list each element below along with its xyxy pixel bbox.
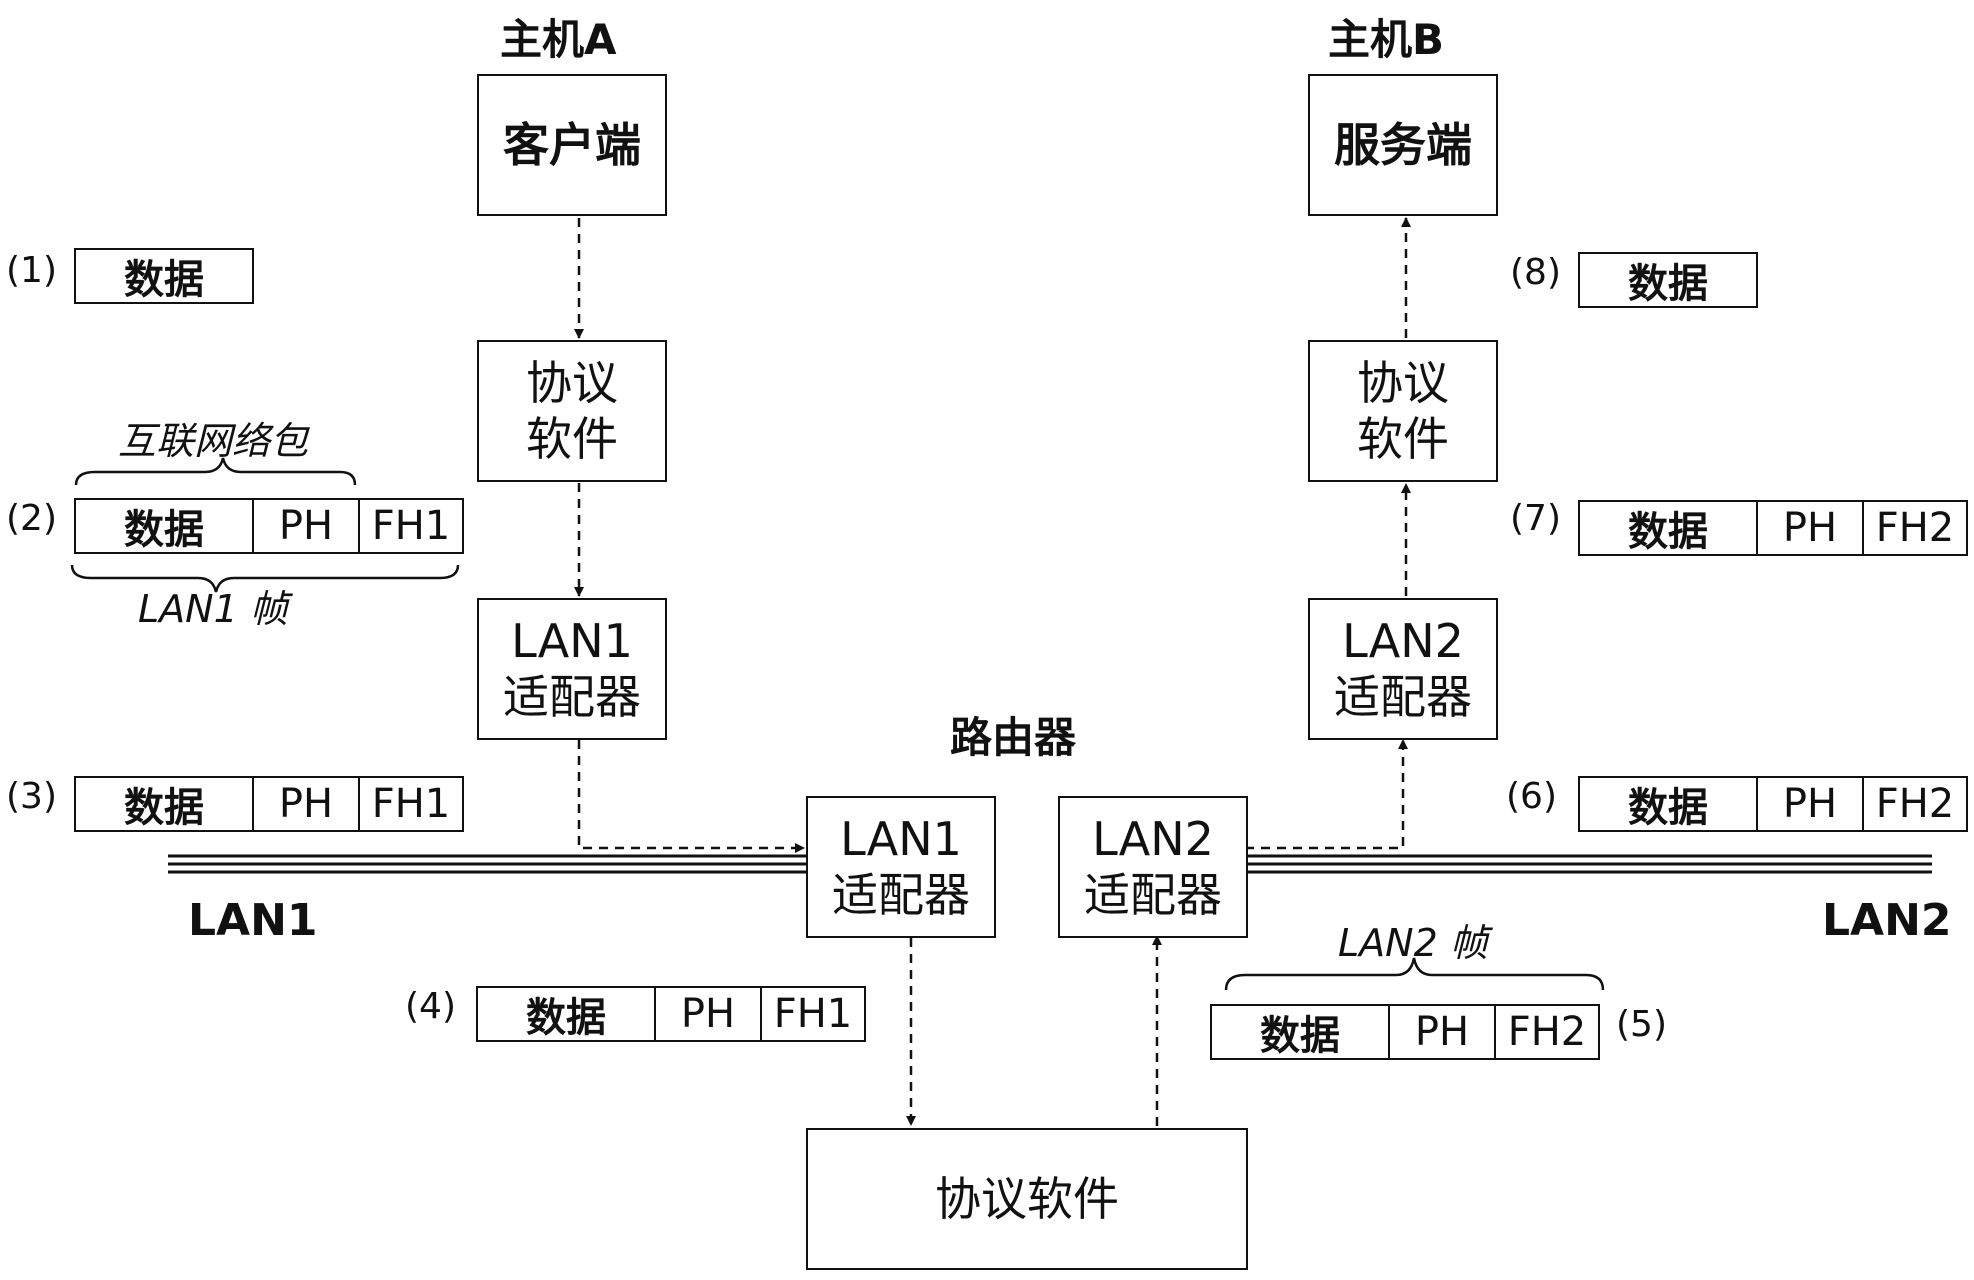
lan2-frame-brace (1224, 957, 1605, 991)
step-4-label: (4) (405, 986, 456, 1027)
lan1-bus-line (168, 854, 808, 874)
step-8-label: (8) (1510, 252, 1561, 293)
packet-ph-cell: PH (1756, 502, 1862, 554)
packet-data-cell: 数据 (1260, 1013, 1340, 1059)
packet-data-cell: 数据 (1628, 509, 1708, 555)
server-label: 服务端 (1334, 117, 1472, 172)
protocol-a-line2: 软件 (526, 412, 618, 466)
router-lan1-adapter-box: LAN1 适配器 (806, 796, 996, 938)
step-2-label: (2) (6, 498, 57, 539)
router-lan2-line1: LAN2 (1092, 811, 1214, 866)
arrow-router-lan2-to-adapter-b (1245, 739, 1408, 850)
router-lan1-line1: LAN1 (840, 811, 962, 866)
packet-step-6: 数据 PH FH2 (1578, 776, 1968, 832)
step-7-label: (7) (1510, 498, 1561, 539)
router-protocol-software-box: 协议软件 (806, 1128, 1248, 1270)
host-b-title: 主机B (1328, 15, 1445, 64)
lan2-adapter-b-line2: 适配器 (1334, 670, 1472, 724)
packet-fh-cell: FH2 (1494, 1006, 1598, 1058)
lan1-adapter-a-line2: 适配器 (503, 670, 641, 724)
packet-data-cell: 数据 (124, 785, 204, 831)
server-box: 服务端 (1308, 74, 1498, 216)
packet-step-8: 数据 (1578, 252, 1758, 308)
lan2-frame-label: LAN2 帧 (1338, 921, 1488, 965)
packet-step-5: 数据 PH FH2 (1210, 1004, 1600, 1060)
lan2-adapter-b-box: LAN2 适配器 (1308, 598, 1498, 740)
packet-data-cell: 数据 (124, 507, 204, 553)
host-a-title: 主机A (500, 15, 617, 64)
internet-packet-brace (74, 457, 357, 486)
packet-fh-cell: FH1 (760, 988, 864, 1040)
packet-data-cell: 数据 (1628, 785, 1708, 831)
packet-step-2: 数据 PH FH1 (74, 498, 464, 554)
router-title: 路由器 (950, 713, 1077, 762)
protocol-software-a-box: 协议 软件 (477, 340, 667, 482)
packet-step-3: 数据 PH FH1 (74, 776, 464, 832)
packet-fh-cell: FH2 (1862, 502, 1966, 554)
step-5-label: (5) (1616, 1004, 1667, 1045)
lan1-adapter-a-box: LAN1 适配器 (477, 598, 667, 740)
lan1-frame-label: LAN1 帧 (138, 587, 288, 631)
router-lan2-adapter-box: LAN2 适配器 (1058, 796, 1248, 938)
protocol-a-line1: 协议 (526, 355, 618, 410)
client-label: 客户端 (503, 117, 641, 172)
packet-fh-cell: FH1 (358, 778, 462, 830)
router-lan1-line2: 适配器 (832, 868, 970, 922)
internet-packet-label: 互联网络包 (118, 419, 309, 463)
arrow-adapter-a-to-router-lan1 (577, 740, 805, 853)
protocol-software-b-box: 协议 软件 (1308, 340, 1498, 482)
client-box: 客户端 (477, 74, 667, 216)
lan1-frame-brace (70, 564, 460, 593)
packet-ph-cell: PH (654, 988, 760, 1040)
packet-ph-cell: PH (1756, 778, 1862, 830)
lan1-adapter-a-line1: LAN1 (511, 613, 633, 668)
step-6-label: (6) (1506, 776, 1557, 817)
packet-data-cell: 数据 (1628, 261, 1708, 307)
packet-fh-cell: FH1 (358, 500, 462, 552)
packet-step-4: 数据 PH FH1 (476, 986, 866, 1042)
router-protocol-label: 协议软件 (935, 1171, 1119, 1226)
packet-ph-cell: PH (1388, 1006, 1494, 1058)
protocol-b-line1: 协议 (1357, 355, 1449, 410)
router-lan2-line2: 适配器 (1084, 868, 1222, 922)
lan1-label: LAN1 (188, 895, 318, 946)
lan2-label: LAN2 (1822, 895, 1952, 946)
step-1-label: (1) (6, 250, 57, 291)
packet-step-1: 数据 (74, 248, 254, 304)
packet-ph-cell: PH (252, 500, 358, 552)
step-3-label: (3) (6, 776, 57, 817)
lan2-bus-line (1245, 854, 1932, 874)
packet-data-cell: 数据 (124, 257, 204, 303)
packet-data-cell: 数据 (526, 995, 606, 1041)
packet-ph-cell: PH (252, 778, 358, 830)
protocol-b-line2: 软件 (1357, 412, 1449, 466)
packet-fh-cell: FH2 (1862, 778, 1966, 830)
lan2-adapter-b-line1: LAN2 (1342, 613, 1464, 668)
packet-step-7: 数据 PH FH2 (1578, 500, 1968, 556)
